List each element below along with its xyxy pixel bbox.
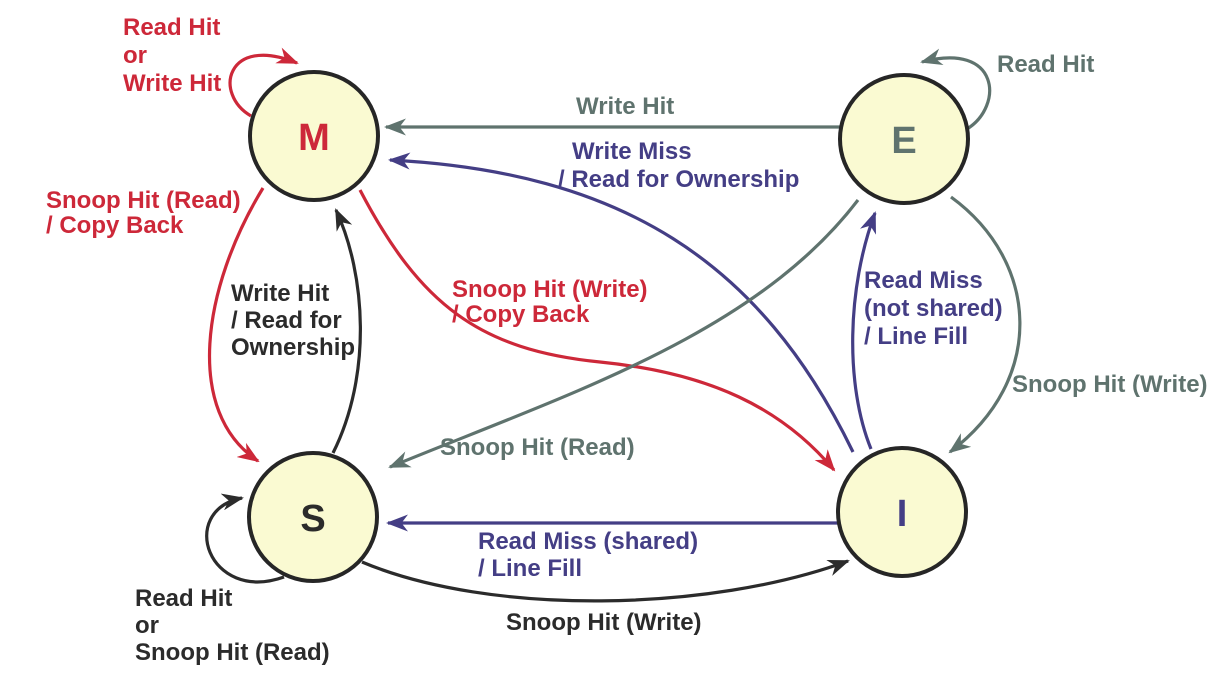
transition-s-to-m-label-line1: Write Hit xyxy=(231,280,329,307)
transition-i-to-m-arrow xyxy=(388,152,855,453)
transition-i-to-e-label-line3: / Line Fill xyxy=(864,323,968,350)
transition-e-to-m-label-line1: Write Hit xyxy=(576,93,674,120)
transition-m-to-i: Snoop Hit (Write) / Copy Back xyxy=(358,189,836,472)
state-m: M xyxy=(248,70,380,202)
transition-i-to-m-label-line1: Write Miss xyxy=(572,138,692,165)
transition-s-self-label-line3: Snoop Hit (Read) xyxy=(135,639,330,666)
transition-i-to-e-arrow xyxy=(851,211,877,450)
transition-m-to-s-label-line1: Snoop Hit (Read) xyxy=(46,187,241,214)
transition-s-to-i: Snoop Hit (Write) xyxy=(361,559,850,636)
transition-s-self-arrow xyxy=(205,493,285,584)
state-i-circle xyxy=(836,446,968,578)
transition-i-to-s-label-line2: / Line Fill xyxy=(478,555,582,582)
transition-e-to-s-arrow xyxy=(388,199,860,469)
transition-m-self-label-line2: or xyxy=(123,42,147,69)
transition-e-to-i: Snoop Hit (Write) xyxy=(948,195,1208,454)
transition-s-self: Read Hit or Snoop Hit (Read) xyxy=(135,493,330,666)
transition-i-to-m-label-line2: / Read for Ownership xyxy=(558,166,799,193)
transition-m-to-i-label-line2: / Copy Back xyxy=(452,301,590,328)
transition-i-to-e-label-line1: Read Miss xyxy=(864,267,983,294)
state-e-label: E xyxy=(891,120,916,162)
transition-e-self-label-line1: Read Hit xyxy=(997,51,1094,78)
transition-m-to-s: Snoop Hit (Read) / Copy Back xyxy=(46,187,265,463)
transition-s-to-i-arrow xyxy=(361,559,850,603)
transition-s-to-m-label-line3: Ownership xyxy=(231,334,355,361)
transition-s-to-m: Write Hit / Read for Ownership xyxy=(231,208,362,454)
transition-m-self-arrow xyxy=(228,47,299,118)
transition-e-self-arrow xyxy=(920,48,992,131)
state-e: E xyxy=(838,73,970,205)
state-s-circle xyxy=(247,451,379,583)
transition-e-to-s: Snoop Hit (Read) xyxy=(388,199,860,469)
state-m-label: M xyxy=(298,117,330,159)
transition-i-to-e-label-line2: (not shared) xyxy=(864,295,1003,322)
transition-i-to-s: Read Miss (shared) / Line Fill xyxy=(386,514,839,582)
transition-s-to-m-arrow xyxy=(331,208,362,454)
transition-s-self-label-line1: Read Hit xyxy=(135,585,232,612)
transition-m-self-label-line3: Write Hit xyxy=(123,70,221,97)
state-i: I xyxy=(836,446,968,578)
transition-i-to-m: Write Miss / Read for Ownership xyxy=(388,138,855,453)
transition-m-to-i-arrow xyxy=(358,189,836,472)
transition-m-to-i-label-line1: Snoop Hit (Write) xyxy=(452,276,648,303)
transition-s-self-label-line2: or xyxy=(135,612,159,639)
state-i-label: I xyxy=(897,493,908,535)
transition-e-to-m: Write Hit xyxy=(384,93,840,136)
transition-m-to-s-label-line2: / Copy Back xyxy=(46,212,184,239)
transition-m-to-s-arrow xyxy=(207,187,265,463)
transition-s-to-m-label-line2: / Read for xyxy=(231,307,342,334)
transition-s-to-i-label-line1: Snoop Hit (Write) xyxy=(506,609,702,636)
transition-e-to-i-arrow xyxy=(948,195,1022,454)
transition-e-to-s-label-line1: Snoop Hit (Read) xyxy=(440,434,635,461)
state-e-circle xyxy=(838,73,970,205)
transition-i-to-s-label-line1: Read Miss (shared) xyxy=(478,528,698,555)
transition-m-self-label-line1: Read Hit xyxy=(123,14,220,41)
transition-i-to-e: Read Miss (not shared) / Line Fill xyxy=(851,211,1003,450)
transition-e-self: Read Hit xyxy=(920,48,1094,131)
state-s-label: S xyxy=(300,498,325,540)
transition-m-self: Read Hit or Write Hit xyxy=(123,14,299,118)
state-m-circle xyxy=(248,70,380,202)
state-s: S xyxy=(247,451,379,583)
transition-e-to-i-label-line1: Snoop Hit (Write) xyxy=(1012,371,1208,398)
